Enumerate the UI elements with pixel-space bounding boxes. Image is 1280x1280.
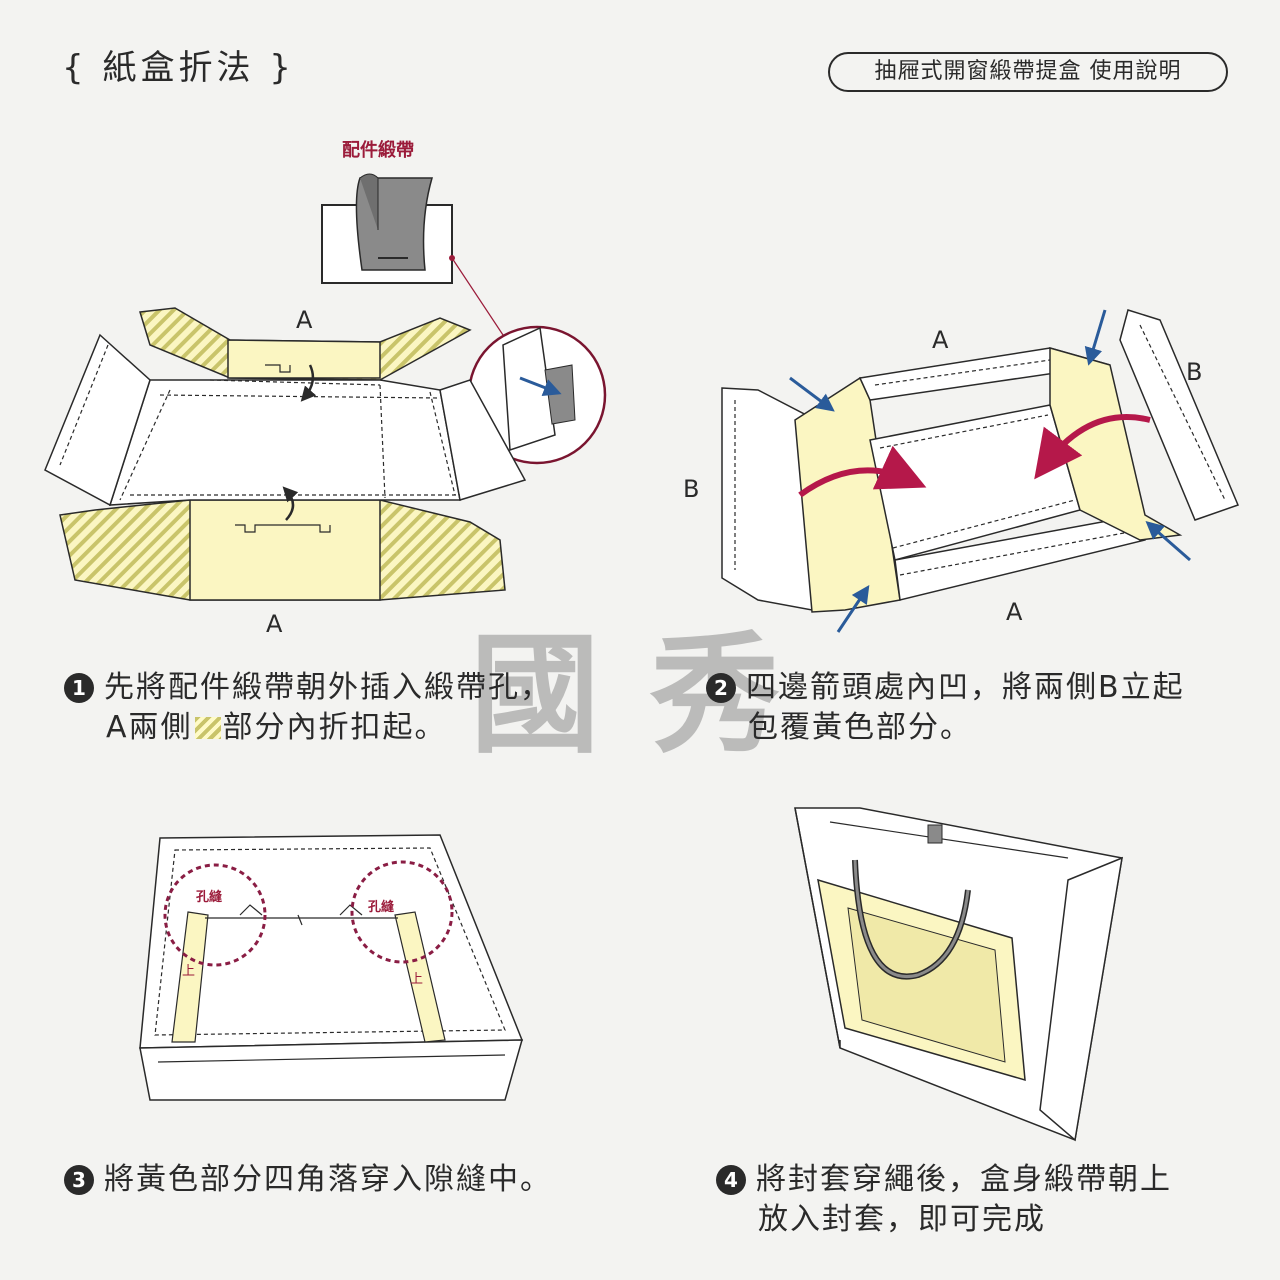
step4-text: 4 將封套穿繩後，盒身緞帶朝上 放入封套，即可完成 [716,1160,1172,1240]
step4-line1: 將封套穿繩後，盒身緞帶朝上 [756,1162,1172,1197]
step1-number: 1 [64,673,94,703]
label-a-bottom: A [266,610,283,638]
label-a-top: A [296,306,313,334]
step1-line2b: 部分內折扣起。 [222,710,447,745]
label-hole-right: 孔縫 [368,900,395,915]
instruction-badge: 抽屜式開窗緞帶提盒 使用說明 [828,52,1228,92]
step2-line2: 包覆黃色部分。 [748,710,972,745]
watermark-char-1: 國 [470,619,601,771]
label-up-right: 上 [410,972,424,987]
step4-number: 4 [716,1165,746,1195]
step1-line1: 先將配件緞帶朝外插入緞帶孔， [104,670,552,705]
label-up-left: 上 [182,964,196,979]
label-a-front: A [1006,598,1023,626]
step1-diagram [44,173,607,601]
step3-diagram [139,834,524,1101]
step1-text: 1 先將配件緞帶朝外插入緞帶孔， A兩側部分內折扣起。 [64,668,552,748]
step2-text: 2 四邊箭頭處內凹，將兩側B立起 包覆黃色部分。 [706,668,1185,748]
label-a-back: A [932,326,949,354]
hatch-swatch-icon [194,717,221,739]
step3-number: 3 [64,1165,94,1195]
label-b-right: B [1186,358,1203,386]
step4-diagram [794,807,1123,1142]
step2-diagram [721,309,1240,633]
page-title: { 紙盒折法 } [62,48,295,88]
step3-text: 3 將黃色部分四角落穿入隙縫中。 [64,1160,552,1200]
accessory-ribbon-label: 配件緞帶 [342,140,414,161]
label-b-left: B [683,475,700,503]
step2-line1: 四邊箭頭處內凹，將兩側B立起 [746,670,1185,705]
step4-line2: 放入封套，即可完成 [758,1202,1046,1237]
label-hole-left: 孔縫 [196,890,223,905]
step3-line1: 將黃色部分四角落穿入隙縫中。 [104,1162,552,1197]
step2-number: 2 [706,673,736,703]
step1-line2a: A兩側 [106,710,193,745]
